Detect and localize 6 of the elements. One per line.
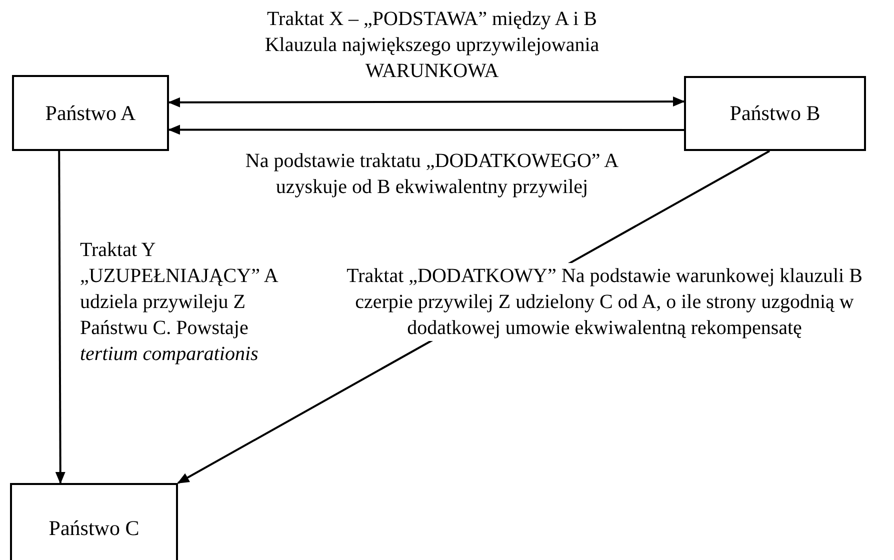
- arrow: [168, 96, 685, 108]
- state-box: Państwo B: [684, 76, 866, 151]
- arrow: [55, 151, 66, 484]
- state-box: Państwo A: [12, 75, 169, 151]
- arrow: [168, 124, 684, 135]
- state-box: Państwo C: [10, 483, 178, 560]
